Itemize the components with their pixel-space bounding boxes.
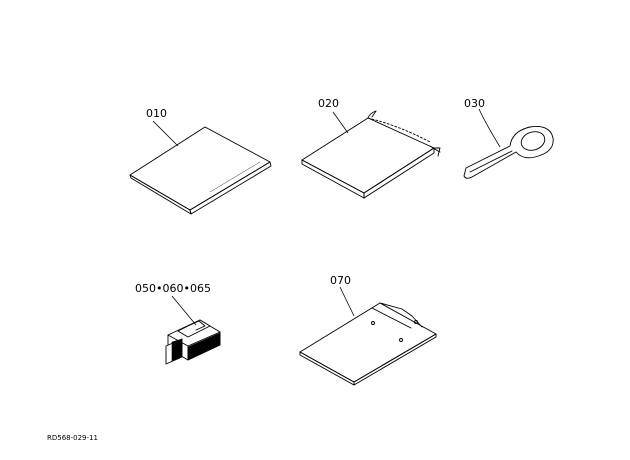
drawing-number: RD568-029-11: [47, 434, 98, 442]
leader-030: [478, 108, 501, 148]
leader-010: [152, 120, 179, 147]
leader-020: [332, 111, 349, 134]
leader-050: [171, 295, 197, 326]
callout-010: 010: [146, 107, 167, 120]
leader-070: [339, 286, 355, 317]
part-tool-bag: 020: [301, 97, 441, 199]
part-plate: 070: [299, 274, 437, 386]
callout-020: 020: [318, 97, 339, 110]
part-connector: 050•060•065: [135, 282, 221, 365]
callout-050-060-065: 050•060•065: [135, 282, 211, 295]
part-manual: 010: [129, 107, 272, 215]
part-wrench: 030: [463, 97, 554, 179]
callout-030: 030: [464, 97, 485, 110]
callout-070: 070: [330, 274, 351, 287]
